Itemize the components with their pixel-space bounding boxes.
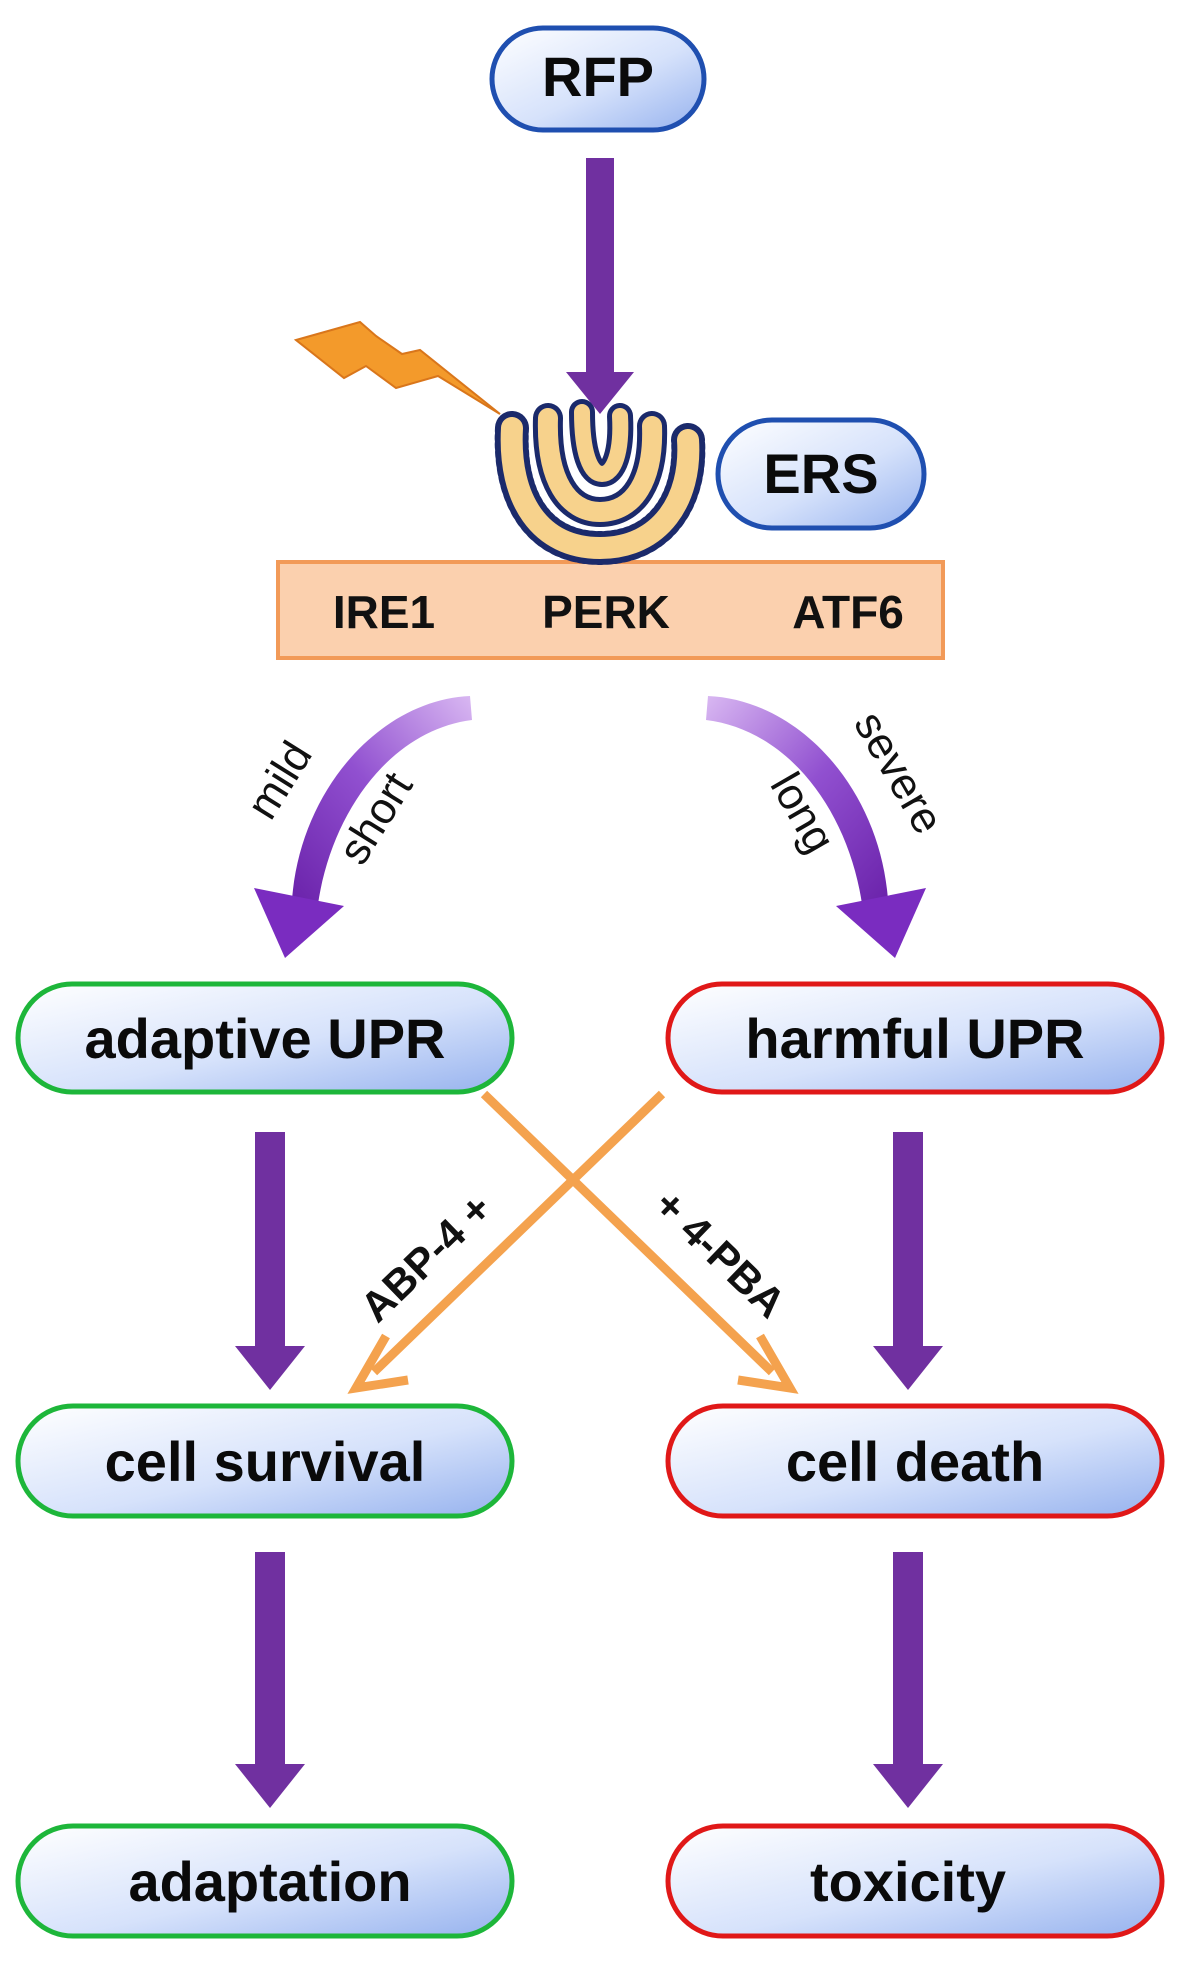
arrow-harmful-to-survival [347,1090,666,1394]
arrow-harmful-to-death [873,1132,943,1390]
rfp-label: RFP [542,45,654,108]
sensor-bar: IRE1 PERK ATF6 [276,560,945,660]
adaptive-upr-box [15,981,515,1095]
arrow-survival-adaptation-shaft [255,1552,285,1770]
lightning-icon [293,320,501,415]
cell-death-label: cell death [786,1430,1044,1493]
rfp-node: RFP [489,25,707,133]
label-abp4: ABP-4 + [351,1184,500,1330]
endoplasmic-reticulum-icon [494,399,706,566]
curved-arrow-to-harmful [706,696,926,958]
label-4pba: + 4-PBA [645,1180,794,1326]
arrow-adaptive-death-head [737,1333,799,1394]
ers-node: ERS [715,417,927,531]
curved-arrow-left-body [292,696,472,904]
curved-arrow-right-head [836,888,926,958]
arrow-death-toxicity-shaft [893,1552,923,1770]
er-membrane-outer-fill [500,417,700,560]
sensor-atf6-label: ATF6 [792,586,904,638]
rfp-box [489,25,707,133]
arrow-adaptive-to-death [480,1090,799,1394]
arrow-harmful-death-shaft [893,1132,923,1352]
sensor-ire1-label: IRE1 [333,586,435,638]
arrow-adaptive-survival-head [235,1346,305,1390]
toxicity-label: toxicity [810,1850,1006,1913]
cell-death-node: cell death [665,1403,1165,1519]
arrow-survival-to-adaptation [235,1552,305,1808]
arrow-death-toxicity-head [873,1764,943,1808]
arrow-harmful-survival-head [347,1333,409,1394]
arrow-adaptive-death-shaft [480,1090,776,1376]
ers-box [715,417,927,531]
arrow-adaptive-survival-shaft [255,1132,285,1352]
adaptive-upr-node: adaptive UPR [15,981,515,1095]
sensor-perk-label: PERK [542,586,670,638]
curved-arrow-right-body [706,696,888,904]
adaptation-node: adaptation [15,1823,515,1939]
harmful-upr-node: harmful UPR [665,981,1165,1095]
adaptation-box [15,1823,515,1939]
arrow-harmful-survival-shaft [370,1090,666,1376]
curved-arrow-left-head [254,888,344,958]
arrow-survival-adaptation-head [235,1764,305,1808]
adaptive-upr-label: adaptive UPR [85,1007,446,1070]
arrow-harmful-death-head [873,1346,943,1390]
harmful-upr-label: harmful UPR [745,1007,1084,1070]
toxicity-node: toxicity [665,1823,1165,1939]
cell-survival-box [15,1403,515,1519]
arrow-death-to-toxicity [873,1552,943,1808]
adaptation-label: adaptation [128,1850,411,1913]
harmful-upr-box [665,981,1165,1095]
arrow-rfp-shaft [586,158,614,378]
arrow-rfp-to-er [566,158,634,414]
er-membrane-middle-fill [537,408,663,523]
toxicity-box [665,1823,1165,1939]
sensor-bar-box [276,560,945,660]
cell-survival-node: cell survival [15,1403,515,1519]
label-mild: mild [238,733,322,827]
curved-arrow-to-adaptive [254,696,472,958]
ers-label: ERS [763,442,878,505]
er-membrane-inner-fill [574,404,629,483]
arrow-adaptive-to-survival [235,1132,305,1390]
cell-death-box [665,1403,1165,1519]
arrow-rfp-head [566,372,634,414]
cell-survival-label: cell survival [105,1430,426,1493]
